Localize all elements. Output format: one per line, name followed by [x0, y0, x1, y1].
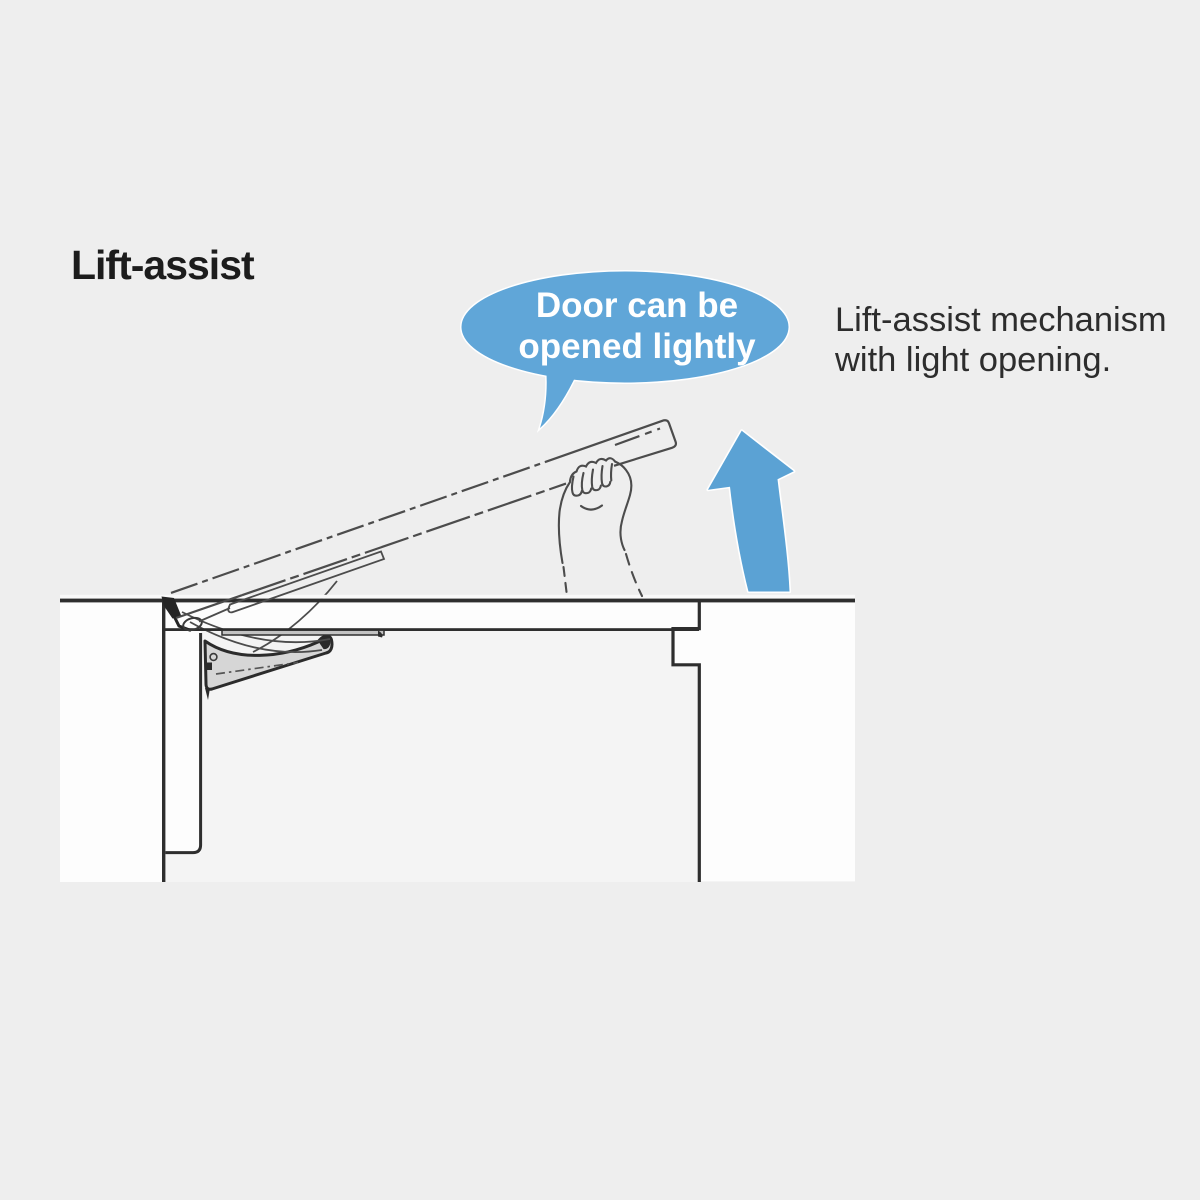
svg-text:Door can be: Door can be: [536, 286, 738, 325]
svg-text:opened lightly: opened lightly: [518, 327, 756, 366]
svg-text:Lift-assist mechanism: Lift-assist mechanism: [835, 301, 1167, 339]
svg-text:Lift-assist: Lift-assist: [71, 242, 255, 288]
svg-text:with light opening.: with light opening.: [834, 341, 1111, 379]
